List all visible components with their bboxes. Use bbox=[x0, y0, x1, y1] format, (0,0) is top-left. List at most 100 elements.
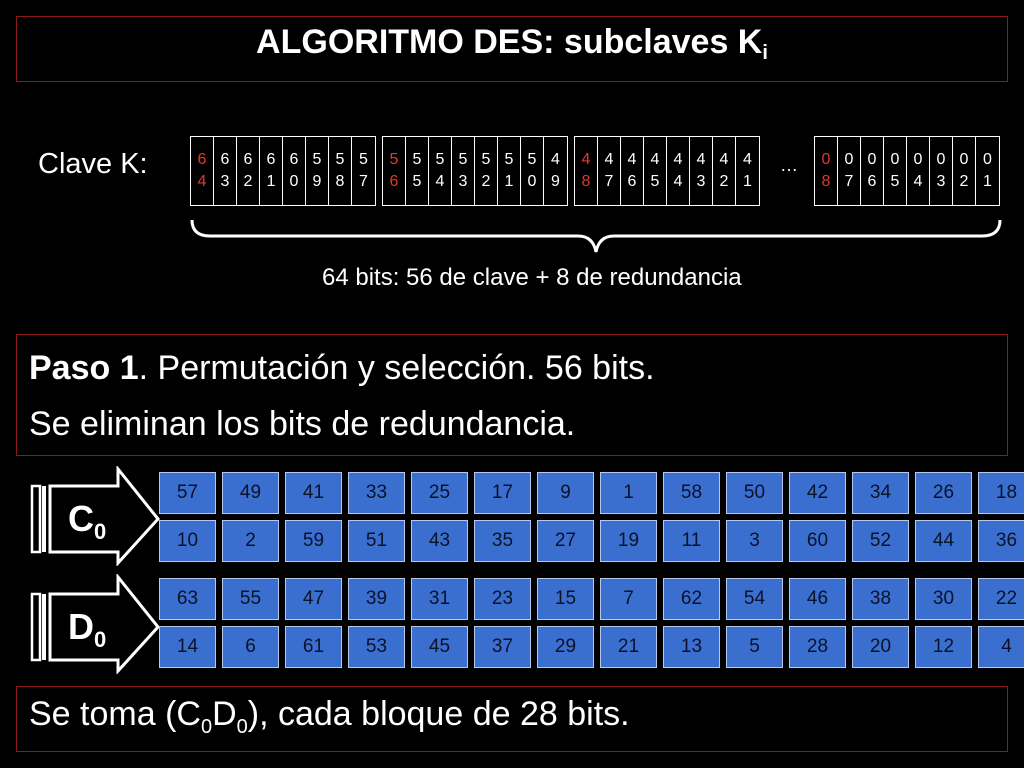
step1-box: Paso 1. Permutación y selección. 56 bits… bbox=[16, 334, 1008, 456]
bit-digit: 4 bbox=[581, 151, 591, 168]
c0-cell: 25 bbox=[411, 472, 468, 514]
bit-digit: 4 bbox=[913, 173, 923, 190]
bit-digit: 0 bbox=[844, 151, 854, 168]
bit-digit: 4 bbox=[673, 151, 683, 168]
c0-cell: 33 bbox=[348, 472, 405, 514]
slide-title: ALGORITMO DES: subclaves Ki bbox=[256, 23, 768, 64]
bit-digit: 7 bbox=[844, 173, 854, 190]
c0-cell: 49 bbox=[222, 472, 279, 514]
bit-digit: 0 bbox=[527, 173, 537, 190]
d0-cell: 20 bbox=[852, 626, 909, 668]
d0-cell: 21 bbox=[600, 626, 657, 668]
bit-digit: 3 bbox=[936, 173, 946, 190]
bit-digit: 3 bbox=[220, 173, 230, 190]
d0-cell: 13 bbox=[663, 626, 720, 668]
bit-digit: 4 bbox=[719, 151, 729, 168]
bit-digit: 6 bbox=[220, 151, 230, 168]
bit-digit: 5 bbox=[412, 151, 422, 168]
d0-cell: 7 bbox=[600, 578, 657, 620]
c0-cell: 11 bbox=[663, 520, 720, 562]
step1-title: Paso 1. Permutación y selección. 56 bits… bbox=[29, 349, 655, 387]
bit-digit: 5 bbox=[312, 151, 322, 168]
d0-cell: 47 bbox=[285, 578, 342, 620]
d0-cell: 54 bbox=[726, 578, 783, 620]
c0-label: C0 bbox=[28, 464, 162, 571]
d0-cell: 5 bbox=[726, 626, 783, 668]
d0-cell: 23 bbox=[474, 578, 531, 620]
bit-digit: 4 bbox=[673, 173, 683, 190]
bit-digit: 4 bbox=[197, 173, 207, 190]
c0-cell: 10 bbox=[159, 520, 216, 562]
bit-digit: 4 bbox=[696, 151, 706, 168]
c0-cell: 60 bbox=[789, 520, 846, 562]
bit-digit: 6 bbox=[243, 151, 253, 168]
bit-digit: 6 bbox=[867, 173, 877, 190]
key-label: Clave K: bbox=[38, 148, 148, 180]
bit-digit: 8 bbox=[821, 173, 831, 190]
d0-cell: 37 bbox=[474, 626, 531, 668]
brace-caption: 64 bits: 56 de clave + 8 de redundancia bbox=[322, 264, 742, 291]
d0-cell: 61 bbox=[285, 626, 342, 668]
d0-cell: 39 bbox=[348, 578, 405, 620]
bit-digit: 0 bbox=[289, 173, 299, 190]
bit-digit: 5 bbox=[458, 151, 468, 168]
d0-cell: 31 bbox=[411, 578, 468, 620]
bit-digit: 4 bbox=[435, 173, 445, 190]
d0-cell: 45 bbox=[411, 626, 468, 668]
c0-cell: 51 bbox=[348, 520, 405, 562]
bit-digit: 2 bbox=[481, 173, 491, 190]
d0-cell: 4 bbox=[978, 626, 1024, 668]
bit-digit: 0 bbox=[983, 151, 992, 168]
bit-digit: 1 bbox=[983, 173, 992, 190]
bit-digit: 6 bbox=[627, 173, 637, 190]
c0-cell: 52 bbox=[852, 520, 909, 562]
brace bbox=[190, 219, 1002, 253]
bit-digit: 5 bbox=[527, 151, 537, 168]
c0-cell: 58 bbox=[663, 472, 720, 514]
d0-cell: 62 bbox=[663, 578, 720, 620]
bit-digit: 4 bbox=[604, 151, 614, 168]
bit-digit: 0 bbox=[936, 151, 946, 168]
c0-cell: 57 bbox=[159, 472, 216, 514]
d0-cell: 6 bbox=[222, 626, 279, 668]
bit-digit: 4 bbox=[743, 151, 752, 168]
d0-cell: 63 bbox=[159, 578, 216, 620]
c0-cell: 26 bbox=[915, 472, 972, 514]
bit-digit: 8 bbox=[335, 173, 345, 190]
d0-cell: 29 bbox=[537, 626, 594, 668]
c0-cell: 2 bbox=[222, 520, 279, 562]
bit-digit: 2 bbox=[243, 173, 253, 190]
d0-cell: 30 bbox=[915, 578, 972, 620]
c0-cell: 42 bbox=[789, 472, 846, 514]
c0-cell: 43 bbox=[411, 520, 468, 562]
c0-cell: 27 bbox=[537, 520, 594, 562]
bit-digit: 5 bbox=[412, 173, 422, 190]
d0-cell: 46 bbox=[789, 578, 846, 620]
footer-box: Se toma (C0D0), cada bloque de 28 bits. bbox=[16, 686, 1008, 752]
d0-cell: 38 bbox=[852, 578, 909, 620]
c0-cell: 17 bbox=[474, 472, 531, 514]
d0-cell: 14 bbox=[159, 626, 216, 668]
